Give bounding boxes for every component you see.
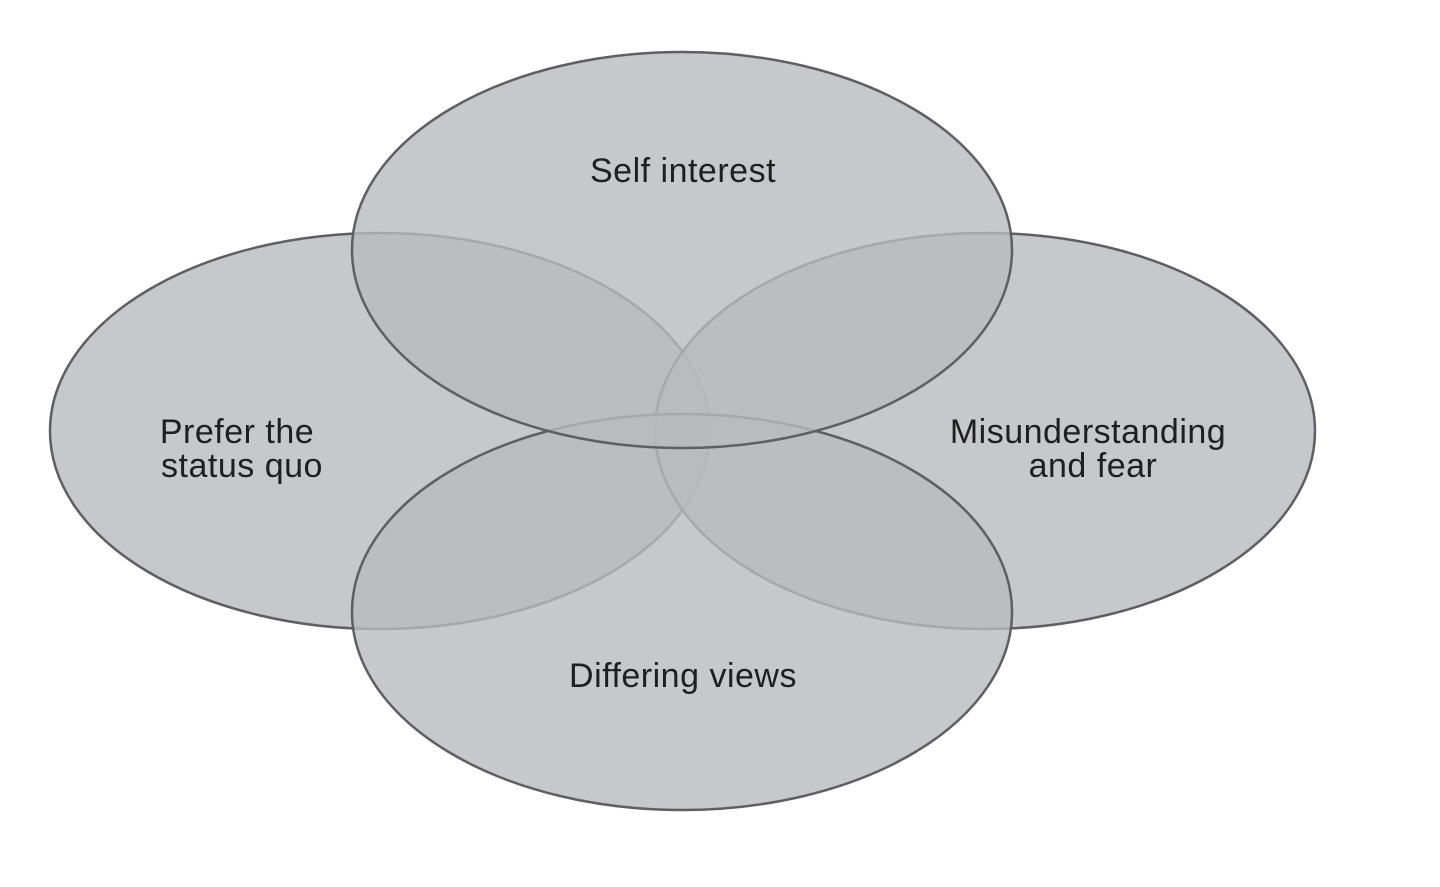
lobe-top <box>350 50 1014 450</box>
label-self-interest-line-1: Self interest <box>590 152 776 190</box>
label-misunderstanding-and-fear-line-1: Misunderstanding <box>950 413 1226 451</box>
label-differing-views-line-1: Differing views <box>569 657 797 695</box>
lobe-labels: Self interest Prefer the status quo Misu… <box>160 152 1236 695</box>
label-misunderstanding-and-fear: Misunderstanding and fear <box>950 413 1236 485</box>
lobe-bottom <box>350 412 1014 812</box>
label-prefer-status-quo: Prefer the status quo <box>160 413 324 485</box>
label-self-interest: Self interest <box>590 152 776 190</box>
label-misunderstanding-and-fear-line-2: and fear <box>1029 447 1158 485</box>
label-differing-views: Differing views <box>569 657 797 695</box>
label-prefer-status-quo-line-1: Prefer the <box>160 413 314 451</box>
lobe-shapes <box>48 50 1317 812</box>
label-prefer-status-quo-line-2: status quo <box>161 447 323 485</box>
